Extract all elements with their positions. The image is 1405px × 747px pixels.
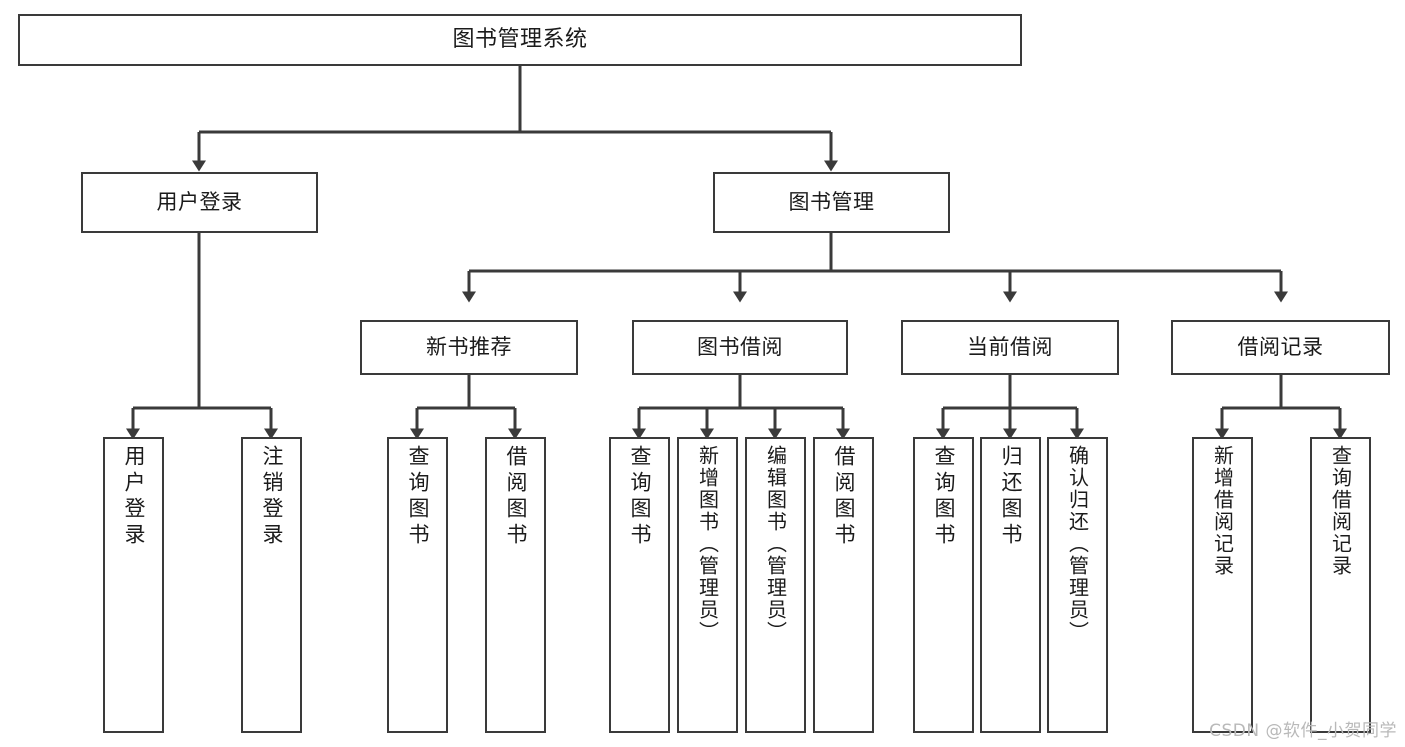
leaf-borrow-book-new[interactable]: 借阅图书 [485,437,546,733]
leaf-edit-book-admin[interactable]: 编辑图书（管理员） [745,437,806,733]
node-label: 查询借阅记录 [1328,445,1353,577]
node-current-borrow[interactable]: 当前借阅 [901,320,1119,375]
node-label: 新书推荐 [426,334,512,359]
leaf-query-book-current[interactable]: 查询图书 [913,437,974,733]
node-label: 编辑图书（管理员） [763,445,788,643]
node-label: 借阅记录 [1237,334,1324,359]
node-label: 用户登录 [122,445,146,549]
node-borrow-record[interactable]: 借阅记录 [1171,320,1390,375]
node-label: 归还图书 [999,445,1023,549]
node-label: 注销登录 [260,445,284,549]
leaf-add-borrow-record[interactable]: 新增借阅记录 [1192,437,1253,733]
node-label: 新增借阅记录 [1210,445,1235,577]
node-new-book-recommend[interactable]: 新书推荐 [360,320,578,375]
node-label: 查询图书 [406,445,430,549]
leaf-return-book[interactable]: 归还图书 [980,437,1041,733]
node-label: 图书借阅 [697,334,783,359]
leaf-add-book-admin[interactable]: 新增图书（管理员） [677,437,738,733]
leaf-user-login[interactable]: 用户登录 [103,437,164,733]
leaf-query-book-borrow[interactable]: 查询图书 [609,437,670,733]
leaf-logout-login[interactable]: 注销登录 [241,437,302,733]
node-label: 新增图书（管理员） [695,445,720,643]
leaf-query-book-new[interactable]: 查询图书 [387,437,448,733]
leaf-borrow-book[interactable]: 借阅图书 [813,437,874,733]
node-label: 图书管理系统 [452,26,588,52]
node-label: 确认归还（管理员） [1065,445,1090,643]
node-label: 图书管理 [788,189,875,214]
node-label: 查询图书 [932,445,956,549]
node-label: 查询图书 [628,445,652,549]
node-user-login[interactable]: 用户登录 [81,172,318,233]
node-label: 借阅图书 [832,445,856,549]
leaf-query-borrow-record[interactable]: 查询借阅记录 [1310,437,1371,733]
leaf-confirm-return-admin[interactable]: 确认归还（管理员） [1047,437,1108,733]
node-label: 借阅图书 [504,445,528,549]
node-book-borrow[interactable]: 图书借阅 [632,320,848,375]
node-label: 当前借阅 [967,334,1053,359]
node-root-system[interactable]: 图书管理系统 [18,14,1022,66]
node-label: 用户登录 [156,189,243,214]
node-book-management[interactable]: 图书管理 [713,172,950,233]
